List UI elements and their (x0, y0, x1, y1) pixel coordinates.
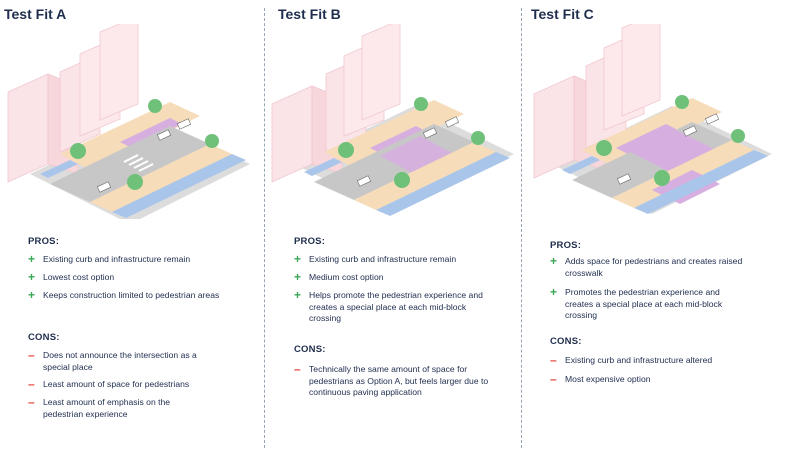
test-fit-b-title: Test Fit B (278, 6, 341, 22)
plus-icon: + (294, 270, 302, 284)
test-fit-c-title: Test Fit C (531, 6, 594, 22)
pro-item: + Existing curb and infrastructure remai… (28, 252, 191, 266)
plus-icon: + (294, 288, 302, 302)
cons-heading: CONS: (550, 336, 582, 347)
con-item: – Existing curb and infrastructure alter… (550, 353, 713, 367)
plus-icon: + (550, 254, 558, 268)
minus-icon: – (28, 377, 35, 391)
con-item: – Technically the same amount of space f… (294, 362, 489, 397)
test-fit-a-column: Test Fit A (0, 0, 262, 450)
con-item: – Least amount of space for pedestrians (28, 377, 190, 391)
minus-icon: – (28, 348, 35, 362)
pros-heading: PROS: (294, 236, 326, 247)
test-fit-b-column: Test Fit B PROS: + Existing curb and inf… (266, 0, 524, 450)
test-fit-c-illustration (533, 24, 772, 214)
pro-item: + Existing curb and infrastructure remai… (294, 252, 457, 266)
pro-item: + Adds space for pedestrians and creates… (550, 254, 743, 278)
cons-heading: CONS: (294, 344, 326, 355)
minus-icon: – (28, 395, 35, 409)
test-fit-c-column: Test Fit C PROS: + Adds space for pedest… (520, 0, 788, 450)
pro-item: + Medium cost option (294, 270, 384, 284)
pros-heading: PROS: (550, 240, 582, 251)
con-item: – Least amount of emphasis on the pedest… (28, 395, 171, 419)
cons-heading: CONS: (28, 332, 60, 343)
column-divider (521, 8, 522, 448)
pro-item: + Keeps construction limited to pedestri… (28, 288, 220, 302)
minus-icon: – (550, 372, 557, 386)
pro-item: + Helps promote the pedestrian experienc… (294, 288, 483, 323)
plus-icon: + (28, 252, 36, 266)
pro-item: + Promotes the pedestrian experience and… (550, 285, 723, 320)
test-fit-a-title: Test Fit A (4, 6, 67, 22)
column-divider (264, 8, 265, 448)
plus-icon: + (28, 270, 36, 284)
con-item: – Does not announce the intersection as … (28, 348, 197, 372)
con-item: – Most expensive option (550, 372, 651, 386)
plus-icon: + (28, 288, 36, 302)
test-fit-b-illustration (271, 24, 514, 216)
pro-item: + Lowest cost option (28, 270, 115, 284)
minus-icon: – (550, 353, 557, 367)
test-fit-a-illustration (7, 24, 250, 219)
plus-icon: + (294, 252, 302, 266)
minus-icon: – (294, 362, 301, 376)
plus-icon: + (550, 285, 558, 299)
pros-heading: PROS: (28, 236, 60, 247)
